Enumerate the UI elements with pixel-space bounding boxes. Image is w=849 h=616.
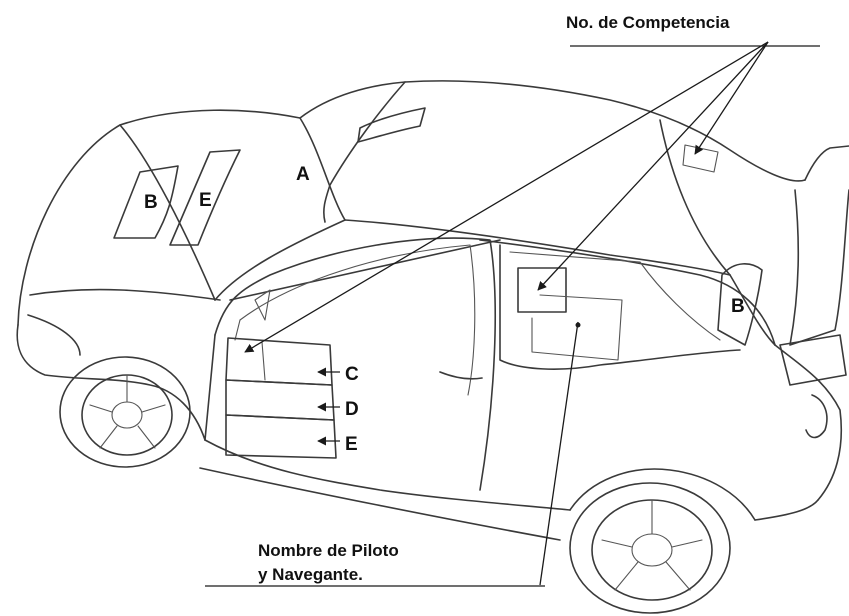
- rear-sticker-b: [717, 263, 763, 346]
- caption-competition-number: No. de Competencia: [566, 13, 730, 32]
- label-b-hood: B: [144, 192, 158, 213]
- label-c: C: [345, 364, 359, 385]
- hood-sticker-e: [169, 149, 241, 246]
- door-sticker-c: [225, 337, 333, 386]
- windshield-strip: [357, 107, 426, 143]
- door-sticker-d: [225, 379, 335, 421]
- label-d: D: [345, 399, 359, 420]
- hood-sticker-b: [113, 165, 179, 239]
- label-e-hood: E: [199, 190, 212, 211]
- caption-driver-line1: Nombre de Piloto: [258, 541, 399, 560]
- door-sticker-e: [225, 414, 337, 459]
- rear-door-number-box: [517, 267, 567, 313]
- sticker-areas: [113, 107, 763, 459]
- label-b-rear: B: [731, 296, 745, 317]
- caption-driver-line2: y Navegante.: [258, 565, 363, 584]
- label-a: A: [296, 164, 310, 185]
- rear-door-name-box: [531, 294, 623, 361]
- rear-window-number: [682, 144, 719, 173]
- car-body: [16, 80, 849, 541]
- callout-pointers: [244, 41, 769, 586]
- front-door: [204, 237, 496, 491]
- front-wheel: [59, 356, 191, 468]
- rear-wheel: [569, 482, 731, 614]
- label-e-door: E: [345, 434, 358, 455]
